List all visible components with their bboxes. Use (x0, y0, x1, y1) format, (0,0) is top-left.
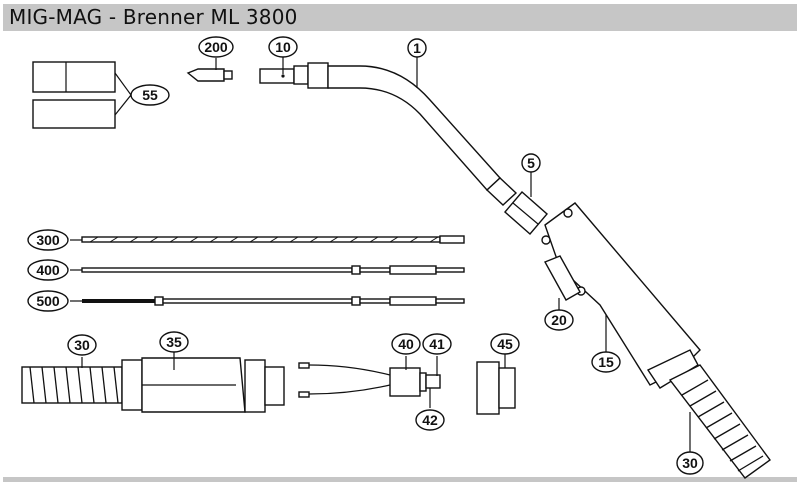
callout-55[interactable]: 55 (130, 84, 170, 106)
svg-text:55: 55 (142, 87, 158, 103)
svg-text:5: 5 (527, 155, 535, 171)
callout-42[interactable]: 42 (415, 409, 445, 431)
svg-text:41: 41 (429, 336, 445, 352)
part-10-tip-holder[interactable] (259, 57, 309, 85)
svg-text:20: 20 (551, 312, 567, 328)
callout-30-torch[interactable]: 30 (676, 451, 704, 475)
part-5-neck-nut[interactable] (504, 163, 548, 235)
callout-20[interactable]: 20 (544, 309, 574, 331)
callout-200[interactable]: 200 (198, 36, 234, 58)
callout-40[interactable]: 40 (391, 333, 421, 355)
part-20-trigger[interactable] (544, 255, 581, 310)
callout-5[interactable]: 5 (521, 153, 541, 173)
svg-text:300: 300 (36, 232, 60, 248)
title-bar: MIG-MAG - Brenner ML 3800 (3, 4, 797, 31)
part-300-liner[interactable] (70, 235, 465, 244)
callout-300[interactable]: 300 (27, 229, 69, 251)
part-41-pin[interactable] (419, 356, 441, 392)
svg-text:40: 40 (398, 336, 414, 352)
bottom-bar (3, 477, 797, 482)
svg-text:1: 1 (413, 40, 421, 56)
part-40-plug[interactable] (298, 356, 421, 398)
callout-500[interactable]: 500 (27, 290, 69, 312)
svg-text:30: 30 (74, 337, 90, 353)
part-30-spring-torch[interactable] (668, 364, 771, 479)
part-55-gas-nozzles[interactable] (32, 61, 132, 129)
callout-45[interactable]: 45 (490, 333, 520, 355)
svg-text:15: 15 (598, 354, 614, 370)
gas-nozzle-upper (32, 61, 116, 93)
svg-text:200: 200 (204, 39, 228, 55)
svg-text:10: 10 (275, 39, 291, 55)
callout-10[interactable]: 10 (268, 36, 298, 58)
callout-15[interactable]: 15 (591, 351, 621, 373)
callout-41[interactable]: 41 (422, 333, 452, 355)
part-45-union-nut[interactable] (476, 354, 516, 415)
svg-text:400: 400 (36, 262, 60, 278)
page-title: MIG-MAG - Brenner ML 3800 (9, 5, 298, 29)
callout-400[interactable]: 400 (27, 259, 69, 281)
part-400-liner[interactable] (70, 265, 465, 275)
svg-text:30: 30 (682, 455, 698, 471)
svg-text:35: 35 (166, 334, 182, 350)
part-200-contact-tip[interactable] (186, 58, 233, 82)
callout-30-left[interactable]: 30 (67, 334, 97, 356)
part-500-liner[interactable] (70, 296, 465, 306)
part-30-spring-left[interactable] (21, 357, 123, 404)
callout-1[interactable]: 1 (407, 38, 427, 58)
svg-text:500: 500 (36, 293, 60, 309)
part-35-connector[interactable] (121, 352, 285, 413)
svg-text:45: 45 (497, 336, 513, 352)
part-1-swan-neck[interactable] (307, 57, 518, 206)
callout-35[interactable]: 35 (159, 331, 189, 353)
svg-text:42: 42 (422, 412, 438, 428)
gas-nozzle-lower (32, 99, 116, 129)
